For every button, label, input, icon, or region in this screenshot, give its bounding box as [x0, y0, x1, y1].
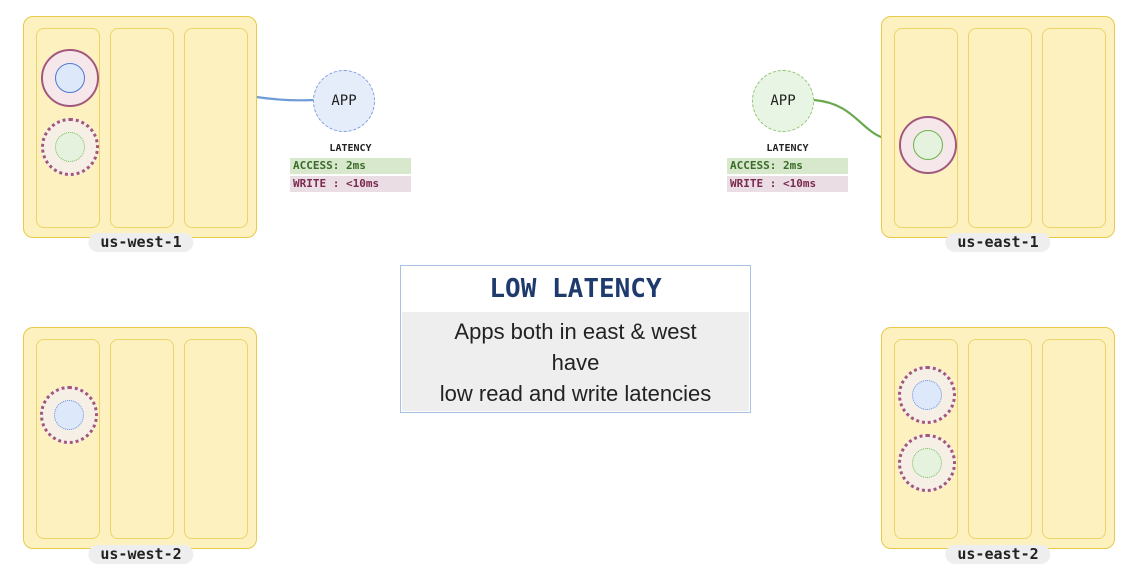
replica-green: [912, 448, 942, 478]
west-app-node[interactable]: APP: [313, 70, 375, 132]
follower-node[interactable]: [41, 118, 99, 176]
replica-blue: [912, 380, 942, 410]
leader-node[interactable]: [41, 49, 99, 107]
region-label-us-west-1: us-west-1: [88, 233, 194, 252]
follower-node[interactable]: [898, 434, 956, 492]
region-us-west-2: [23, 327, 257, 549]
callout-line: low read and write latencies: [439, 381, 712, 406]
callout-title: LOW LATENCY: [489, 274, 662, 304]
callout-body: Apps both in east & west have low read a…: [402, 312, 749, 411]
availability-zone-2: [968, 339, 1032, 539]
replica-green: [55, 132, 85, 162]
west-latency-panel: LATENCY ACCESS: 2ms WRITE : <10ms: [290, 142, 411, 192]
region-us-east-2: [881, 327, 1115, 549]
primary-replica-blue: [55, 63, 85, 93]
availability-zone-2: [110, 28, 174, 228]
follower-node[interactable]: [898, 366, 956, 424]
region-us-west-1: [23, 16, 257, 238]
region-label-us-east-1: us-east-1: [945, 233, 1051, 252]
latency-title: LATENCY: [766, 143, 809, 154]
availability-zone-3: [1042, 339, 1106, 539]
availability-zone-3: [184, 28, 248, 228]
callout-line: have: [551, 350, 600, 375]
latency-title: LATENCY: [329, 143, 372, 154]
availability-zone-2: [110, 339, 174, 539]
region-label-us-east-2: us-east-2: [945, 545, 1051, 564]
region-label-us-west-2: us-west-2: [88, 545, 194, 564]
replica-blue: [54, 400, 84, 430]
leader-node[interactable]: [899, 116, 957, 174]
east-app-node[interactable]: APP: [752, 70, 814, 132]
availability-zone-3: [184, 339, 248, 539]
availability-zone-2: [968, 28, 1032, 228]
write-latency: WRITE : <10ms: [290, 176, 411, 192]
write-latency: WRITE : <10ms: [727, 176, 848, 192]
east-latency-panel: LATENCY ACCESS: 2ms WRITE : <10ms: [727, 142, 848, 192]
access-latency: ACCESS: 2ms: [290, 158, 411, 174]
availability-zone-3: [1042, 28, 1106, 228]
primary-replica-green: [913, 130, 943, 160]
region-us-east-1: [881, 16, 1115, 238]
access-latency: ACCESS: 2ms: [727, 158, 848, 174]
low-latency-callout: LOW LATENCY Apps both in east & west hav…: [400, 265, 751, 413]
follower-node[interactable]: [40, 386, 98, 444]
callout-line: Apps both in east & west: [454, 319, 697, 344]
